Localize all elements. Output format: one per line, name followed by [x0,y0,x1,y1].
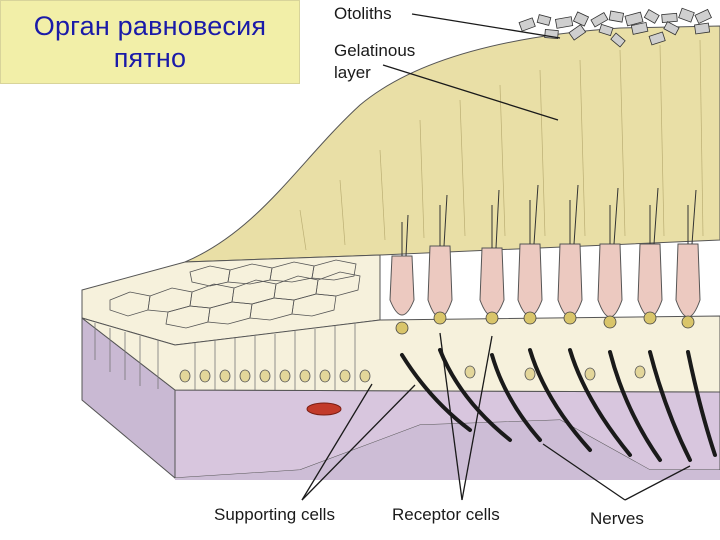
receptor-cells [389,243,701,318]
label-receptor-cells: Receptor cells [392,505,500,524]
otoliths-leader [411,13,561,39]
stereocilia [401,184,697,257]
title-line-1: Орган равновесия [33,11,267,41]
supporting-leader-2 [301,383,373,501]
connective-tissue-lower [175,420,720,480]
nerve-fibers [400,348,717,462]
label-gelatinous-line2: layer [334,63,371,82]
leader-lines [301,13,691,501]
label-gelatinous-line1: Gelatinous [334,41,415,60]
blood-cell [306,402,342,416]
receptor-nuclei [395,311,695,335]
title-line-2: пятно [113,43,187,73]
label-nerves: Nerves [590,509,644,528]
nerves-leader-2 [624,465,691,501]
otoliths [518,7,712,48]
receptor-leader-2 [461,335,493,501]
epithelium-surface-cells [109,259,361,329]
gelatinous-leader [382,64,559,121]
gelatinous-texture [299,39,704,251]
gelatinous-layer [184,25,720,263]
receptor-leader-1 [439,332,463,501]
supporting-leader-1 [301,384,416,501]
label-otoliths: Otoliths [334,4,392,23]
nerves-leader-1 [542,443,626,501]
supporting-cell-nuclei [179,365,646,383]
supporting-cell-columns [94,323,356,390]
title-box: Орган равновесия пятно [0,0,300,84]
label-supporting-cells: Supporting cells [214,505,335,524]
